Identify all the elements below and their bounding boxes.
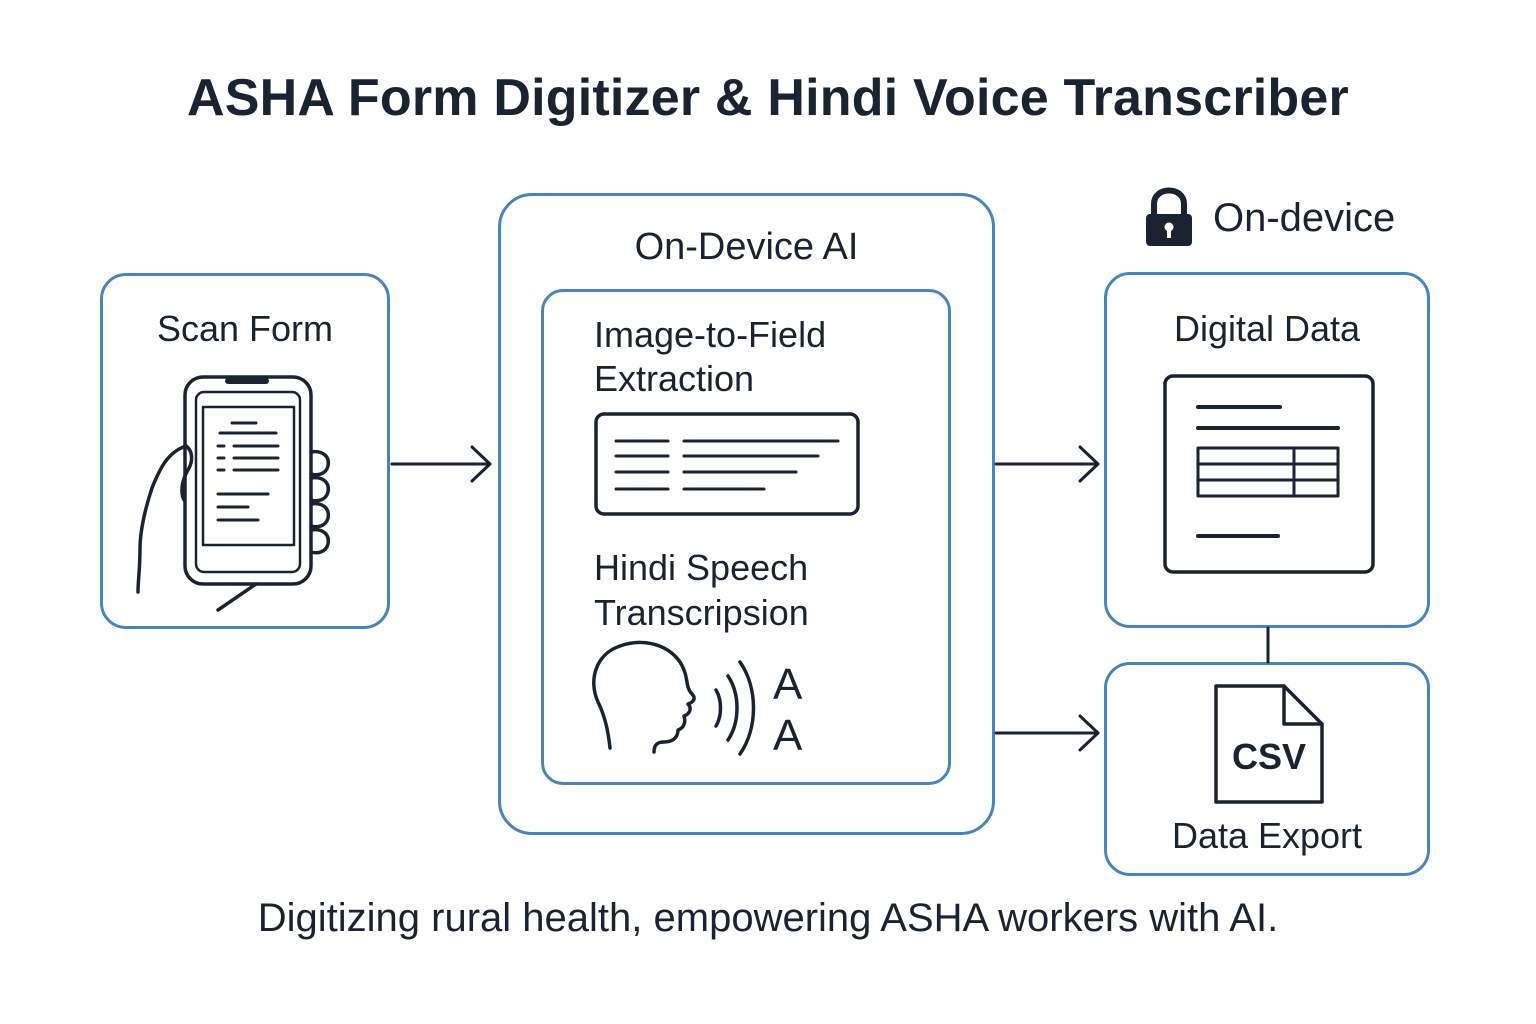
- speaking-head-icon: [592, 640, 756, 756]
- diagram-title: ASHA Form Digitizer & Hindi Voice Transc…: [187, 69, 1349, 127]
- hindi-speech-label-line2: Transcripsion: [594, 592, 809, 633]
- image-to-field-label-line1: Image-to-Field: [594, 314, 827, 355]
- lock-icon: [1146, 187, 1192, 246]
- scan-form-box: [100, 273, 390, 629]
- text-glyph-a-top: A: [773, 660, 803, 709]
- arrow-scan-to-ai: [390, 445, 492, 483]
- csv-file-label: CSV: [1231, 736, 1307, 777]
- digital-data-box: [1104, 272, 1430, 628]
- phone-scan-icon: [136, 375, 331, 612]
- footer-tagline: Digitizing rural health, empowering ASHA…: [257, 896, 1279, 940]
- scan-form-label: Scan Form: [156, 308, 334, 349]
- on-device-ai-heading: On-Device AI: [634, 226, 859, 268]
- data-table-document-icon: [1163, 374, 1375, 574]
- data-export-label: Data Export: [1171, 815, 1363, 856]
- arrow-ai-to-digital-data: [994, 445, 1100, 483]
- on-device-lock-label: On-device: [1213, 196, 1396, 240]
- data-export-box: [1104, 662, 1430, 876]
- text-glyph-a-bottom: A: [773, 711, 803, 760]
- hindi-speech-label-line1: Hindi Speech: [594, 547, 809, 588]
- form-fields-icon: [594, 412, 860, 516]
- digital-data-label: Digital Data: [1173, 308, 1361, 349]
- arrow-ai-to-data-export: [994, 714, 1100, 752]
- csv-file-icon: [1214, 684, 1324, 804]
- image-to-field-label-line2: Extraction: [594, 358, 755, 399]
- ai-inner-box: [541, 289, 951, 785]
